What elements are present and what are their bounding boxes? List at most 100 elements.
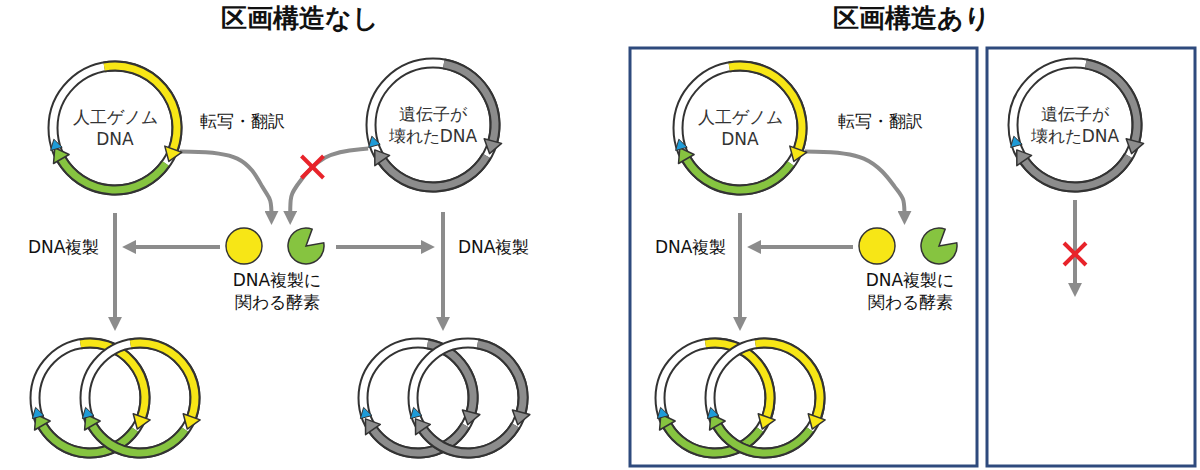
process-label: DNA複製 — [655, 236, 726, 258]
gene-outline — [686, 159, 790, 190]
cross-stroke — [301, 156, 323, 178]
gene-arrowhead — [365, 419, 380, 435]
compartment-box — [987, 48, 1195, 466]
flow-arrow — [805, 152, 905, 220]
gene-arrowhead — [54, 148, 70, 164]
arrow — [738, 213, 742, 326]
gene-arrowhead — [462, 410, 479, 425]
dna-strand — [85, 343, 195, 453]
enzyme-icons — [222, 225, 332, 269]
panel-heading: 区画構造あり — [833, 2, 991, 36]
gene-outline — [423, 426, 516, 454]
gene-outline — [92, 426, 185, 453]
enzyme-label: DNA複製に 関わる酵素 — [222, 269, 332, 313]
gene-outline — [717, 426, 810, 453]
dna-circle: 人工ゲノム DNA — [670, 58, 810, 198]
origin-marker — [707, 407, 719, 418]
replicated-dna — [410, 343, 529, 453]
gene-outline — [130, 343, 195, 417]
flow-arrow — [180, 152, 272, 220]
dna-ring — [1011, 63, 1144, 187]
gene-arrowhead — [484, 139, 501, 154]
compartment-box — [630, 48, 977, 466]
gene-outline — [478, 344, 523, 412]
dna-ring — [369, 63, 502, 187]
gene-arc — [1024, 156, 1128, 187]
gene-arc — [92, 426, 185, 453]
arrow — [336, 245, 430, 249]
enzyme-label: DNA複製に 関わる酵素 — [855, 269, 965, 313]
dna-circle: 遺伝子が 壊れたDNA — [1005, 55, 1145, 195]
origin-marker — [32, 407, 44, 418]
origin-marker — [657, 407, 669, 418]
gene-outline — [1024, 156, 1128, 187]
dna-ring — [51, 66, 182, 190]
dna-label: 人工ゲノム DNA — [687, 106, 793, 150]
gene-arrowhead — [758, 414, 775, 429]
edge-label: 転写・翻訳 — [836, 110, 925, 132]
gene-arc — [130, 343, 195, 417]
gene-arrowhead — [679, 148, 695, 164]
dna-label-box: 人工ゲノム DNA — [670, 58, 810, 198]
dna-strand-outline — [678, 66, 802, 190]
enzyme-circle — [226, 228, 262, 264]
cross-stroke — [1064, 243, 1086, 265]
origin-marker — [410, 407, 422, 418]
panel-heading: 区画構造なし — [221, 2, 379, 36]
origin-marker — [51, 139, 63, 150]
dna-strand — [413, 343, 523, 453]
dna-strand — [53, 66, 177, 190]
dna-strand-outline — [53, 66, 177, 190]
dna-strand-outline — [1013, 63, 1137, 187]
origin-marker — [82, 407, 94, 418]
replicated-dna — [657, 343, 775, 453]
dna-strand-outline — [85, 343, 195, 453]
gene-arrowhead — [1017, 150, 1032, 166]
dna-label: 人工ゲノム DNA — [62, 106, 168, 150]
arrow — [441, 212, 445, 326]
dna-circle: 人工ゲノム DNA — [45, 58, 185, 198]
dna-strand-outline — [413, 343, 523, 453]
enzyme-icons — [855, 225, 965, 269]
dna-ring — [45, 58, 185, 198]
replicated-dna — [360, 343, 479, 453]
gene-arrowhead — [183, 414, 200, 429]
cross-stroke — [1064, 243, 1086, 265]
dna-label-box: 遺伝子が 壊れたDNA — [1005, 55, 1145, 195]
dna-ring — [670, 58, 810, 198]
dna-strand-outline — [710, 343, 820, 453]
edge-label: 転写・翻訳 — [198, 110, 287, 132]
dna-ring — [676, 66, 807, 190]
gene-arrowhead — [375, 150, 390, 166]
dna-strand-outline — [371, 63, 495, 187]
dna-strand — [1013, 63, 1137, 187]
gene-arrowhead — [512, 410, 529, 425]
gene-outline — [755, 343, 820, 417]
arrow — [127, 245, 220, 249]
enzyme-group: DNA複製に 関わる酵素 — [855, 225, 965, 313]
gene-arc — [686, 159, 790, 190]
gene-arc — [717, 426, 810, 453]
dna-ring — [1005, 55, 1145, 195]
gene-arrowhead — [808, 414, 825, 429]
cross-stroke — [301, 156, 323, 178]
gene-arrowhead — [415, 419, 430, 435]
origin-marker — [1011, 136, 1023, 147]
dna-strand — [710, 343, 820, 453]
dna-label-box: 人工ゲノム DNA — [45, 58, 185, 198]
arrow — [113, 213, 117, 326]
gene-outline — [382, 156, 486, 187]
replicated-dna — [82, 343, 200, 453]
arrow — [752, 245, 853, 249]
arrow — [1073, 200, 1077, 292]
origin-marker — [360, 407, 372, 418]
blocked-mark — [301, 156, 323, 178]
enzyme-pacman — [921, 228, 957, 264]
flow-arrow — [290, 149, 368, 220]
dna-strand — [371, 63, 495, 187]
gene-arrowhead — [133, 414, 150, 429]
gene-arrowhead — [1126, 139, 1143, 154]
